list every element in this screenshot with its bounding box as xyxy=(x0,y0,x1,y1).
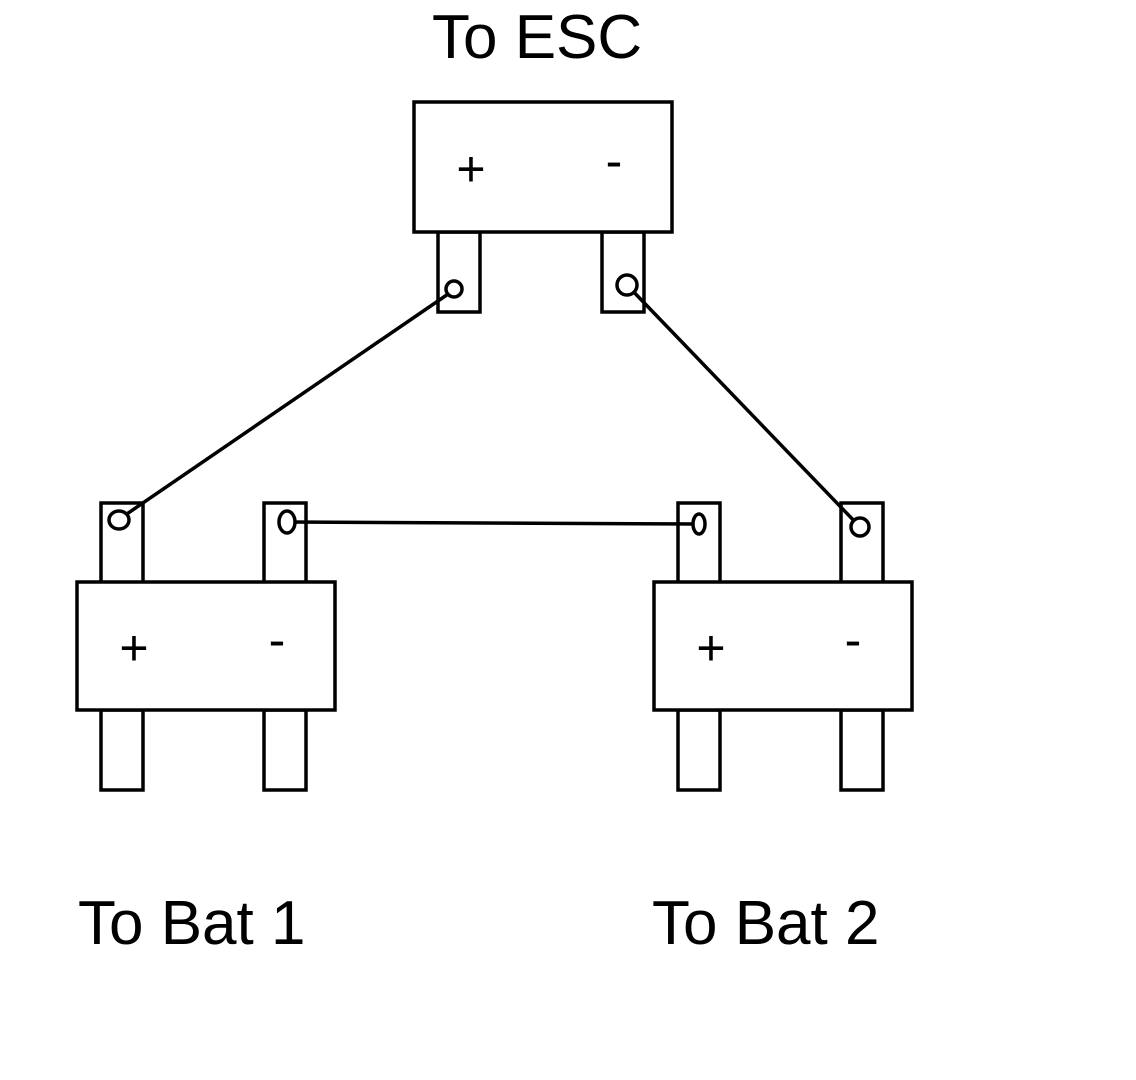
bat1-plus-sign: + xyxy=(119,620,148,676)
bat2-plus-bottom-pin xyxy=(676,708,722,792)
wire-esc-plus-to-bat1-plus xyxy=(117,288,455,522)
bat1-minus-solder-point xyxy=(277,509,297,535)
bat1-connector: + - xyxy=(75,501,337,792)
esc-connector: + - xyxy=(412,100,674,314)
bat1-minus-sign: - xyxy=(269,612,286,668)
esc-minus-solder-point xyxy=(615,273,639,297)
bat1-plus-bottom-pin xyxy=(99,708,145,792)
esc-minus-sign: - xyxy=(606,133,623,189)
bat2-plus-solder-point xyxy=(691,512,707,536)
bat1-label: To Bat 1 xyxy=(78,889,305,958)
bat1-minus-bottom-pin xyxy=(262,708,308,792)
bat2-minus-bottom-pin xyxy=(839,708,885,792)
bat2-minus-sign: - xyxy=(845,612,862,668)
bat2-connector: + - xyxy=(652,501,914,792)
bat2-label: To Bat 2 xyxy=(652,889,879,958)
bat2-connector-body xyxy=(652,580,914,712)
esc-plus-pin xyxy=(436,230,482,314)
bat1-plus-solder-point xyxy=(107,509,131,531)
bat2-plus-sign: + xyxy=(696,620,725,676)
esc-minus-pin xyxy=(600,230,646,314)
bat2-minus-solder-point xyxy=(849,516,871,538)
esc-label: To ESC xyxy=(432,3,642,72)
esc-plus-sign: + xyxy=(456,141,485,197)
esc-plus-solder-point xyxy=(444,279,464,299)
wire-esc-minus-to-bat2-minus xyxy=(625,283,862,529)
bat1-connector-body xyxy=(75,580,337,712)
wire-bat1-minus-to-bat2-plus xyxy=(287,520,700,526)
esc-connector-body xyxy=(412,100,674,234)
